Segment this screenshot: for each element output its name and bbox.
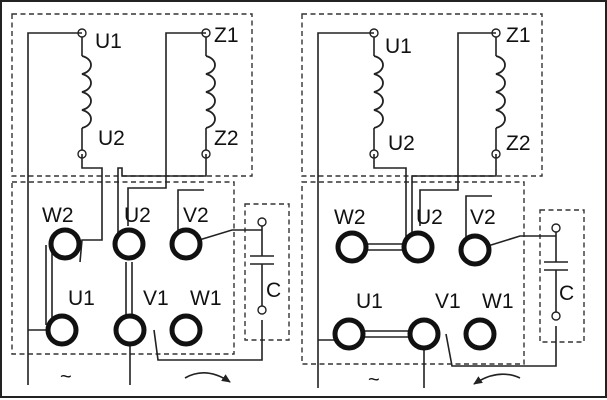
ac-supply-symbol: ~ bbox=[60, 366, 72, 388]
capacitor-label: C bbox=[559, 282, 574, 305]
terminal-v1 bbox=[113, 313, 147, 347]
ac-supply-symbol: ~ bbox=[368, 369, 380, 391]
capacitor-box-left bbox=[244, 203, 290, 341]
terminal-w2 bbox=[335, 230, 369, 264]
panel-right: U1 U2 Z1 Z2 bbox=[301, 13, 585, 391]
coil-z-bottom-label: Z2 bbox=[506, 132, 531, 155]
coil-u-top-label: U1 bbox=[385, 35, 412, 58]
coil-u-left bbox=[77, 28, 92, 159]
terminal-w1-label: W1 bbox=[190, 287, 222, 310]
terminal-v2 bbox=[169, 227, 203, 261]
terminal-u1-label: U1 bbox=[68, 287, 95, 310]
terminal-u2-label: U2 bbox=[416, 206, 443, 229]
terminal-w2-label: W2 bbox=[334, 206, 366, 229]
terminal-box-left bbox=[11, 181, 235, 355]
terminal-u1 bbox=[332, 317, 366, 351]
terminal-v2-label: V2 bbox=[470, 206, 496, 229]
coil-u-bottom-label: U2 bbox=[388, 132, 415, 155]
coil-u-bottom-label: U2 bbox=[98, 127, 125, 150]
coil-z-top-label: Z1 bbox=[214, 24, 239, 47]
coil-z-top-label: Z1 bbox=[506, 24, 531, 47]
terminal-u1-label: U1 bbox=[356, 290, 383, 313]
terminal-v1 bbox=[407, 317, 441, 351]
terminal-u2 bbox=[112, 227, 146, 261]
capacitor-right bbox=[544, 223, 568, 321]
capacitor-box-right bbox=[539, 209, 585, 343]
terminal-w1-label: W1 bbox=[482, 290, 514, 313]
terminal-u2-label: U2 bbox=[124, 204, 151, 227]
terminal-w1 bbox=[463, 317, 497, 351]
coil-u-right bbox=[369, 28, 384, 159]
terminal-v1-label: V1 bbox=[143, 287, 169, 310]
terminal-w2-label: W2 bbox=[42, 204, 74, 227]
coil-z-bottom-label: Z2 bbox=[214, 127, 239, 150]
terminal-box-right bbox=[301, 181, 525, 365]
capacitor-left bbox=[250, 217, 274, 315]
terminal-w1 bbox=[169, 313, 203, 347]
panel-left: U1 U2 Z1 Z2 bbox=[11, 13, 290, 388]
capacitor-label: C bbox=[266, 279, 281, 302]
rotation-arrow-counterclockwise bbox=[473, 373, 521, 385]
wiring-right bbox=[317, 32, 557, 388]
coil-u-top-label: U1 bbox=[95, 30, 122, 53]
coil-z-right bbox=[491, 28, 506, 159]
terminal-v2-label: V2 bbox=[183, 204, 209, 227]
terminal-w2 bbox=[48, 227, 82, 261]
terminal-v2 bbox=[458, 233, 492, 267]
terminal-u2 bbox=[401, 230, 435, 264]
rotation-arrow-clockwise bbox=[184, 372, 231, 383]
terminal-v1-label: V1 bbox=[435, 290, 461, 313]
terminal-u1 bbox=[45, 313, 79, 347]
